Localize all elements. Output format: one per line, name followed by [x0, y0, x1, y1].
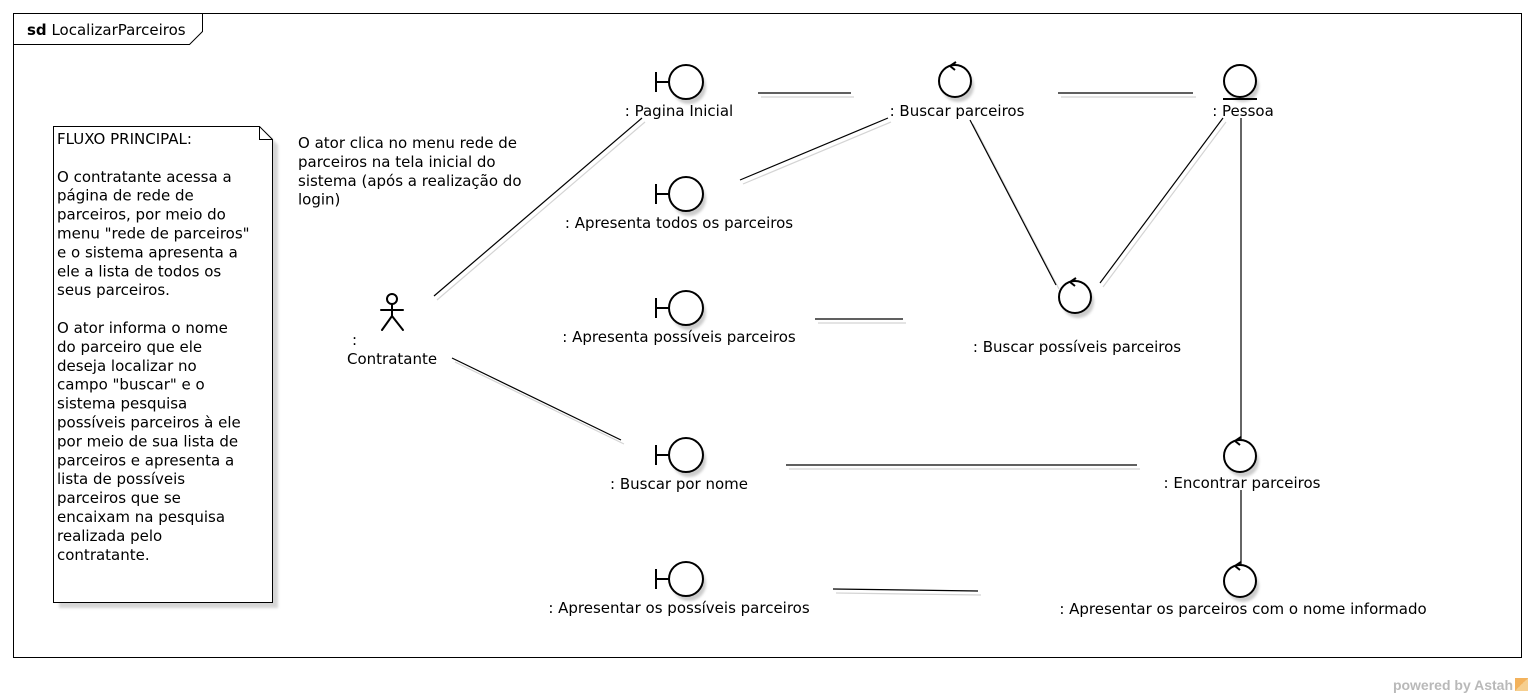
text-line: encaixam na pesquisa: [57, 508, 225, 526]
boundary-icon: [655, 290, 706, 330]
control-label: : Encontrar parceiros: [1164, 474, 1321, 492]
link-actor-pagina-inicial: [433, 117, 643, 297]
text-line: realizada pelo: [57, 527, 162, 545]
control-buscar-parceiros: : Buscar parceiros: [890, 61, 1025, 120]
control-label: : Buscar parceiros: [890, 102, 1025, 120]
text-line: O ator clica no menu rede de: [298, 134, 517, 152]
text-line: lista de possíveis: [57, 470, 185, 488]
link-apresenta-todos-buscar: [739, 117, 889, 181]
text-line: seus parceiros.: [57, 281, 170, 299]
entity-icon: [1223, 64, 1259, 102]
link-actor-buscar-por-nome: [451, 357, 622, 441]
text-line: parceiros que se: [57, 489, 181, 507]
entity-label: : Pessoa: [1212, 102, 1274, 120]
boundary-apresenta-possiveis: : Apresenta possíveis parceiros: [562, 290, 796, 346]
text-line: parceiros, por meio do: [57, 206, 226, 224]
boundary-pagina-inicial: : Pagina Inicial: [625, 64, 733, 120]
text-line: possíveis parceiros à ele: [57, 413, 241, 431]
link-pessoa-possiveis: [1099, 117, 1224, 284]
actor-prefix: :: [352, 331, 357, 349]
control-buscar-possiveis: : Buscar possíveis parceiros: [973, 277, 1181, 356]
text-line: FLUXO PRINCIPAL:: [57, 130, 192, 148]
links: [433, 92, 1242, 596]
boundary-apresentar-possiveis: : Apresentar os possíveis parceiros: [548, 561, 810, 617]
text-line: login): [298, 191, 340, 209]
text-line: contratante.: [57, 546, 150, 564]
control-icon: [1058, 277, 1094, 318]
link-buscar-possiveis: [969, 119, 1057, 286]
boundary-buscar-por-nome: : Buscar por nome: [610, 437, 748, 493]
boundary-label: : Apresenta todos os parceiros: [565, 214, 793, 232]
control-label: : Apresentar os parceiros com o nome inf…: [1059, 600, 1426, 618]
text-line: página de rede de: [57, 187, 194, 205]
boundary-label: : Buscar por nome: [610, 475, 748, 493]
text-line: deseja localizar no: [57, 357, 197, 375]
frame-title: sd LocalizarParceiros: [27, 21, 186, 39]
boundary-icon: [655, 64, 706, 104]
actor-icon: [380, 293, 404, 331]
text-line: [57, 149, 62, 167]
astah-watermark: powered by Astah: [1393, 677, 1528, 693]
control-encontrar-parceiros: : Encontrar parceiros: [1164, 436, 1321, 492]
boundary-icon: [655, 437, 706, 477]
control-icon: [1223, 561, 1259, 602]
actor-contratante: : Contratante: [347, 293, 437, 368]
boundary-label: : Apresenta possíveis parceiros: [562, 328, 796, 346]
astah-logo-icon: [1515, 678, 1528, 691]
text-line: menu "rede de parceiros": [57, 225, 250, 243]
boundary-label: : Pagina Inicial: [625, 102, 733, 120]
boundary-icon: [655, 176, 706, 216]
control-icon: [938, 61, 974, 102]
diagram-frame: sd LocalizarParceiros: [13, 13, 1522, 658]
control-label: : Buscar possíveis parceiros: [973, 338, 1181, 356]
link-apresentar-possiveis: [832, 588, 979, 592]
text-line: ele a lista de todos os: [57, 262, 221, 280]
actor-name: Contratante: [347, 350, 437, 368]
boundary-icon: [655, 561, 706, 601]
text-line: [57, 300, 62, 318]
text-line: parceiros na tela inicial do: [298, 153, 496, 171]
control-icon: [1223, 436, 1259, 477]
control-apresentar-nome: : Apresentar os parceiros com o nome inf…: [1059, 561, 1427, 618]
boundary-label: : Apresentar os possíveis parceiros: [548, 599, 810, 617]
text-line: sistema (após a realização do: [298, 172, 522, 190]
text-line: parceiros e apresenta a: [57, 451, 234, 469]
text-line: por meio de sua lista de: [57, 432, 238, 450]
text-line: do parceiro que ele: [57, 338, 202, 356]
text-line: campo "buscar" e o: [57, 376, 205, 394]
entity-pessoa: : Pessoa: [1212, 64, 1274, 120]
text-line: e o sistema apresenta a: [57, 243, 238, 261]
text-line: O ator informa o nome: [57, 319, 228, 337]
boundary-apresenta-todos: : Apresenta todos os parceiros: [565, 176, 793, 232]
text-line: sistema pesquisa: [57, 395, 187, 413]
text-line: O contratante acessa a: [57, 168, 232, 186]
